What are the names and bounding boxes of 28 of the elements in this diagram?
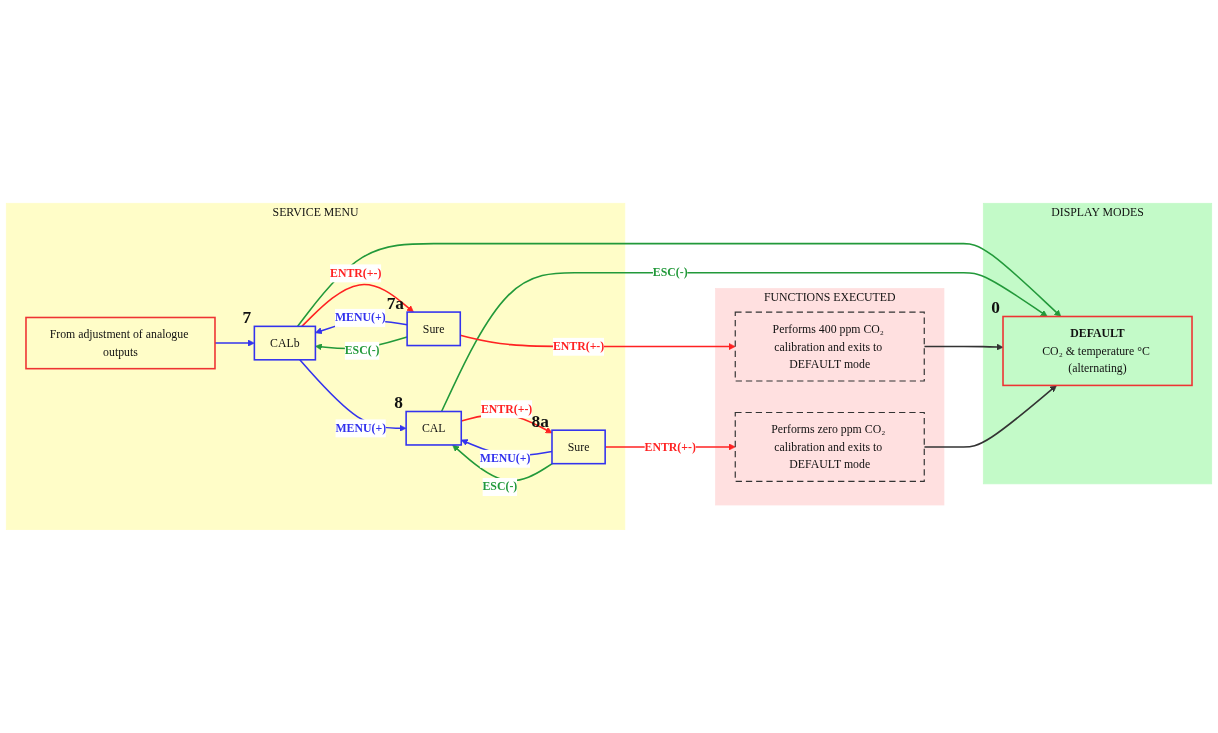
arrow (452, 444, 554, 482)
node-box: CAL (405, 410, 463, 446)
edge-label: MENU(+) (334, 311, 386, 324)
node-box: Sure (551, 429, 606, 465)
edge-label: ESC(-) (344, 344, 380, 357)
arrow (301, 283, 414, 328)
edge-label: MENU(+) (335, 421, 387, 435)
edge-label: ESC(-) (482, 480, 518, 493)
edge-label: ENTR(+-) (644, 440, 696, 454)
arrow (296, 242, 1062, 328)
node-box: Performs zero ppm CO₂ calibration and exits to DEFAULT mode (734, 411, 925, 482)
node-label: 0 (991, 298, 1000, 318)
node-box: Sure (406, 311, 462, 347)
edge-label: ESC(-) (652, 266, 688, 279)
node-box: CALb (253, 325, 317, 361)
node-box: From adjustment of analogue outputs (25, 316, 216, 370)
edge-label: ENTR(+-) (330, 266, 382, 280)
node-box: DEFAULT CO₂ & temperature °C (alternating) (1002, 315, 1193, 387)
edge-label: ENTR(+-) (552, 340, 605, 353)
edge-label: MENU(+) (479, 452, 531, 465)
node-label: 7a (386, 293, 404, 313)
edge-label: ENTR(+-) (480, 402, 533, 416)
node-label: 8a (531, 412, 549, 432)
arrow (214, 339, 255, 347)
node-label: 8 (394, 393, 403, 413)
node-box: Performs 400 ppm CO₂ calibration and exits to DEFAULT mode (734, 311, 925, 382)
arrow (440, 271, 1048, 413)
node-label: 7 (242, 308, 252, 328)
